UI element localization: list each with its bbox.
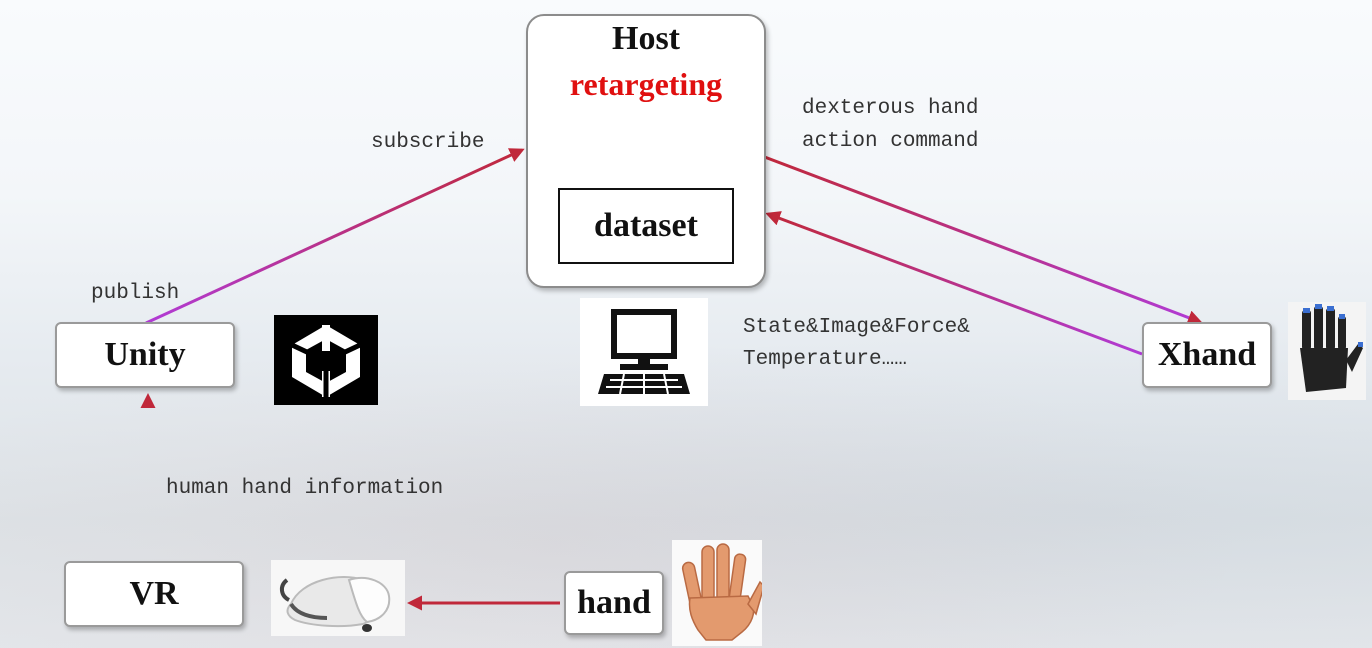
- publish-label: publish: [91, 282, 180, 305]
- hand-box: hand: [564, 571, 664, 635]
- dataset-box: dataset: [558, 188, 734, 264]
- arrow-xhand-to-dataset: [765, 211, 1143, 356]
- feedback-label-line2: Temperature……: [743, 348, 907, 371]
- vr-headset-icon: [271, 560, 405, 636]
- computer-icon: [580, 298, 708, 406]
- arrow-host-to-xhand: [761, 154, 1203, 325]
- human-hand-icon: [672, 540, 762, 646]
- unity-logo-icon: [274, 315, 378, 405]
- arrow-unity-to-host: [145, 148, 525, 325]
- subscribe-label: subscribe: [371, 131, 485, 154]
- command-label-line2: action command: [802, 130, 979, 153]
- unity-box: Unity: [55, 322, 235, 388]
- host-box: Host retargeting dataset: [526, 14, 766, 288]
- host-title: Host: [612, 20, 680, 57]
- command-label-line1: dexterous hand: [802, 97, 979, 120]
- xhand-box: Xhand: [1142, 322, 1272, 388]
- vr-box: VR: [64, 561, 244, 627]
- host-subtitle: retargeting: [569, 66, 723, 102]
- human-hand-info-label: human hand information: [166, 477, 444, 500]
- robot-hand-icon: [1288, 302, 1366, 400]
- feedback-label-line1: State&Image&Force&: [743, 316, 970, 339]
